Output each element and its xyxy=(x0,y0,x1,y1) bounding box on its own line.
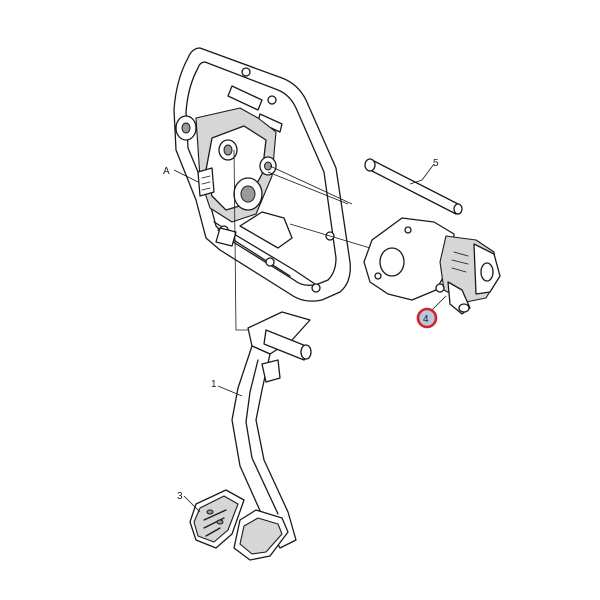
pedal-position-switch xyxy=(363,217,501,315)
pedal-arm xyxy=(231,311,312,561)
callout-A: A xyxy=(163,166,170,177)
leader-lines xyxy=(173,163,447,513)
callout-3: 3 xyxy=(177,491,183,502)
callout-4: 4 xyxy=(423,314,429,325)
pivot-pin xyxy=(364,158,463,215)
pedal-bracket xyxy=(173,47,351,302)
callout-5: 5 xyxy=(433,158,439,169)
highlight-ring xyxy=(416,307,438,329)
callout-1: 1 xyxy=(211,379,217,390)
pedal-pad xyxy=(189,489,245,549)
callout-labels: 5 A 1 3 4 xyxy=(163,158,439,502)
